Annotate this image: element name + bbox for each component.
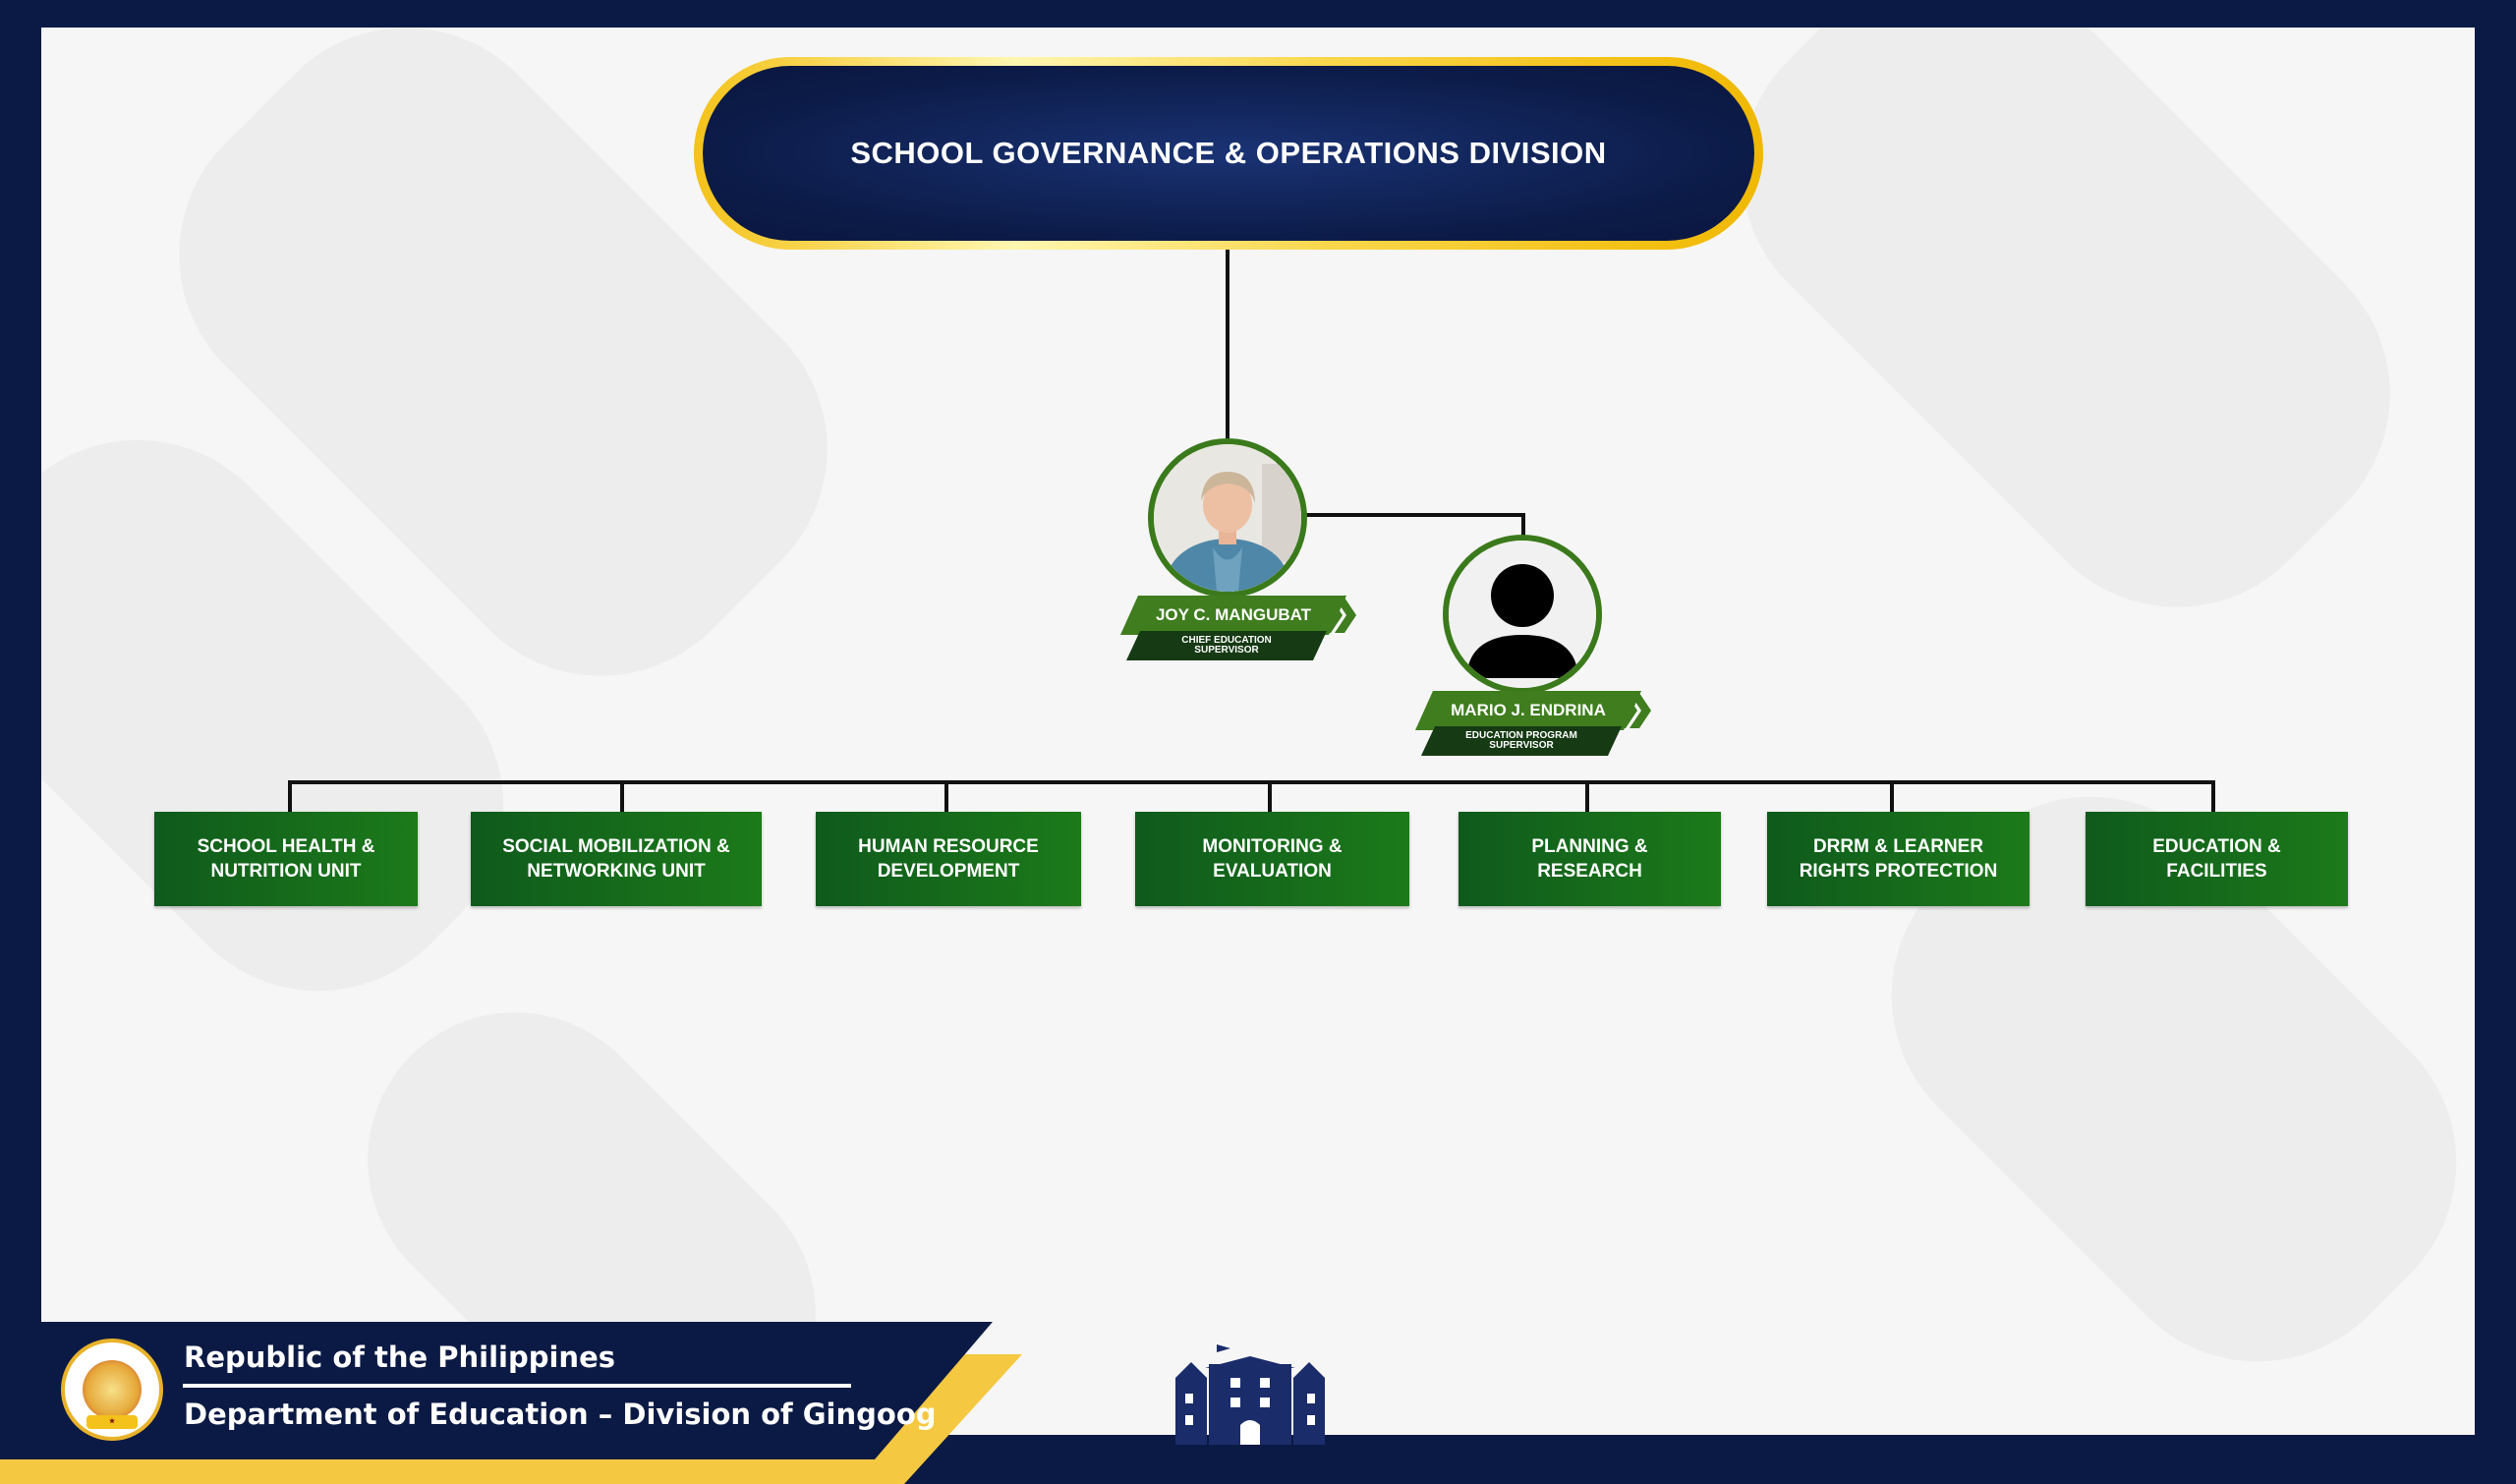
footer-line-2: Department of Education – Division of Gi… — [184, 1398, 937, 1431]
connector-line — [1585, 780, 1589, 812]
unit-box: MONITORING & EVALUATION — [1135, 812, 1409, 906]
officer-name-supervisor: MARIO J. ENDRINA — [1415, 691, 1641, 730]
footer-divider — [183, 1384, 851, 1388]
connector-line — [1226, 248, 1229, 440]
chevron-right-icon — [1616, 693, 1651, 728]
footer-line-1: Republic of the Philippines — [184, 1341, 615, 1374]
unit-box: HUMAN RESOURCE DEVELOPMENT — [816, 812, 1081, 906]
connector-line — [2211, 780, 2215, 812]
unit-box: DRRM & LEARNER RIGHTS PROTECTION — [1767, 812, 2030, 906]
connector-line — [1268, 780, 1272, 812]
school-building-icon — [1175, 1344, 1325, 1445]
connector-line — [1890, 780, 1894, 812]
seal-emblem-icon — [83, 1360, 142, 1419]
officer-photo-chief — [1148, 438, 1307, 598]
connector-line — [620, 780, 624, 812]
seal-ribbon: ★ — [86, 1415, 138, 1429]
division-title-box: SCHOOL GOVERNANCE & OPERATIONS DIVISION — [694, 57, 1763, 250]
connector-line — [944, 780, 948, 812]
unit-box: SCHOOL HEALTH & NUTRITION UNIT — [154, 812, 418, 906]
footer-panel — [0, 1322, 993, 1459]
avatar-placeholder-icon — [1449, 541, 1596, 688]
unit-box: PLANNING & RESEARCH — [1458, 812, 1721, 906]
background-shape — [1677, 28, 2455, 672]
connector-line — [288, 780, 292, 812]
officer-name-chief: JOY C. MANGUBAT — [1120, 596, 1346, 635]
officer-position-chief: CHIEF EDUCATION SUPERVISOR — [1126, 631, 1327, 660]
chevron-right-icon — [1321, 598, 1356, 633]
unit-box: SOCIAL MOBILIZATION & NETWORKING UNIT — [471, 812, 762, 906]
officer-position-supervisor: EDUCATION PROGRAM SUPERVISOR — [1421, 726, 1622, 756]
connector-line — [288, 780, 2215, 784]
connector-line — [1297, 513, 1525, 517]
chart-canvas — [41, 28, 2475, 1435]
officer-photo-supervisor — [1443, 535, 1602, 694]
division-seal-logo: ★ — [61, 1339, 163, 1441]
connector-line — [1521, 513, 1525, 542]
person-photo-icon — [1154, 444, 1301, 592]
division-title: SCHOOL GOVERNANCE & OPERATIONS DIVISION — [703, 66, 1754, 241]
unit-box: EDUCATION & FACILITIES — [2086, 812, 2348, 906]
